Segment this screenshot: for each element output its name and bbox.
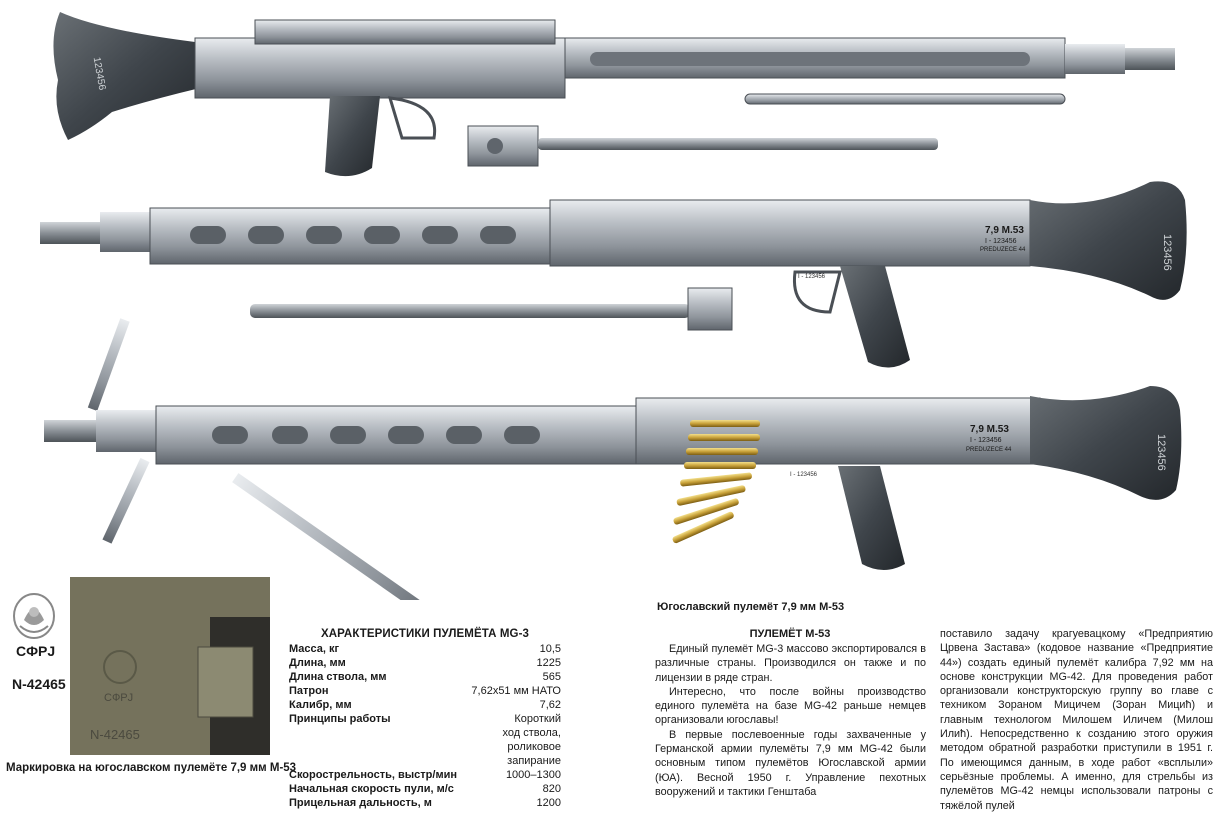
- spec-key: Начальная скорость пули, м/с: [289, 783, 454, 795]
- spec-value: 7,62: [539, 699, 561, 711]
- gun3-stock-number: 123456: [1155, 434, 1167, 471]
- photo-caption: Маркировка на югославском пулемёте 7,9 м…: [6, 762, 297, 774]
- spec-value: 7,62x51 мм НАТО: [471, 685, 561, 697]
- gun3-stamp-caliber: 7,9 M.53: [970, 424, 1009, 435]
- spec-value: Короткий ход ствола, роликовое запирание: [502, 713, 561, 767]
- serial-number-label: N-42465: [12, 676, 66, 692]
- spec-key: Скорострельность, выстр/мин: [289, 769, 457, 781]
- photo-stamp-text: СФРJ: [104, 692, 133, 704]
- gun-m53-bottom: 7,9 M.53 I - 123456 PREDUZECE 44 I - 123…: [44, 386, 1182, 600]
- article-paragraph: Единый пулемёт MG-3 массово экспортирова…: [655, 643, 926, 684]
- spec-value: 1000–1300: [505, 769, 561, 781]
- spec-value: 565: [542, 671, 561, 683]
- spec-key: Масса, кг: [289, 643, 340, 655]
- spec-key: Калибр, мм: [289, 699, 352, 711]
- article-paragraph: Интересно, что после войны производство …: [655, 685, 926, 727]
- spec-key: Принципы работы: [289, 713, 391, 725]
- spec-row: Скорострельность, выстр/мин 1000–1300: [289, 768, 561, 782]
- spec-row: Длина, мм 1225: [289, 656, 561, 670]
- gun2-stock-number: 123456: [1161, 234, 1173, 271]
- spec-key: Патрон: [289, 685, 329, 697]
- spec-value: 820: [542, 783, 561, 795]
- spec-key: Длина ствола, мм: [289, 671, 387, 683]
- spec-row: Начальная скорость пули, м/с 820: [289, 782, 561, 796]
- spec-row: Прицельная дальность, м 1200: [289, 796, 561, 810]
- spec-key: Длина, мм: [289, 657, 346, 669]
- spec-row: Калибр, мм 7,62: [289, 698, 561, 712]
- gun3-small-serial: I - 123456: [790, 472, 818, 478]
- ammo-belt: [672, 420, 760, 544]
- spec-value: 1225: [536, 657, 561, 669]
- spec-value: 1200: [536, 797, 561, 809]
- article-paragraph: В первые послевоенные годы захваченные у…: [655, 728, 926, 798]
- gun2-small-serial: I - 123456: [798, 274, 826, 280]
- gun3-stamp-serial: I - 123456: [970, 437, 1002, 444]
- spec-value: 10,5: [539, 643, 561, 655]
- spec-row: Длина ствола, мм 565: [289, 670, 561, 684]
- gun2-stamp-caliber: 7,9 M.53: [985, 225, 1024, 236]
- gun-m53-middle: 7,9 M.53 I - 123456 PREDUZECE 44 I - 123…: [40, 181, 1187, 411]
- photo-serial-text: N-42465: [90, 727, 140, 742]
- gun2-stamp-serial: I - 123456: [985, 238, 1017, 245]
- gun-mg42-top: 123456: [53, 12, 1175, 177]
- yugoslav-emblem-logo: [13, 593, 55, 639]
- spec-row: Патрон 7,62x51 мм НАТО: [289, 684, 561, 698]
- emblem-label: СФРJ: [16, 643, 56, 659]
- spec-table-title: ХАРАКТЕРИСТИКИ ПУЛЕМЁТА MG-3: [320, 628, 529, 640]
- spec-row: Масса, кг 10,5: [289, 642, 561, 656]
- gun-illustration-caption: Югославский пулемёт 7,9 мм М-53: [657, 601, 845, 613]
- article-title: ПУЛЕМЁТ М-53: [749, 628, 831, 640]
- article-column-1: Единый пулемёт MG-3 массово экспортирова…: [655, 642, 926, 799]
- gun2-stamp-maker: PREDUZECE 44: [980, 247, 1026, 253]
- spec-key: Прицельная дальность, м: [289, 797, 432, 809]
- marking-photo: СФРJ N-42465: [70, 577, 270, 755]
- spec-row: Принципы работы Короткий ход ствола, роли…: [289, 712, 561, 768]
- machine-gun-illustration: 123456 7,9 M.53 I - 123456: [40, 12, 1187, 600]
- gun3-stamp-maker: PREDUZECE 44: [966, 447, 1012, 453]
